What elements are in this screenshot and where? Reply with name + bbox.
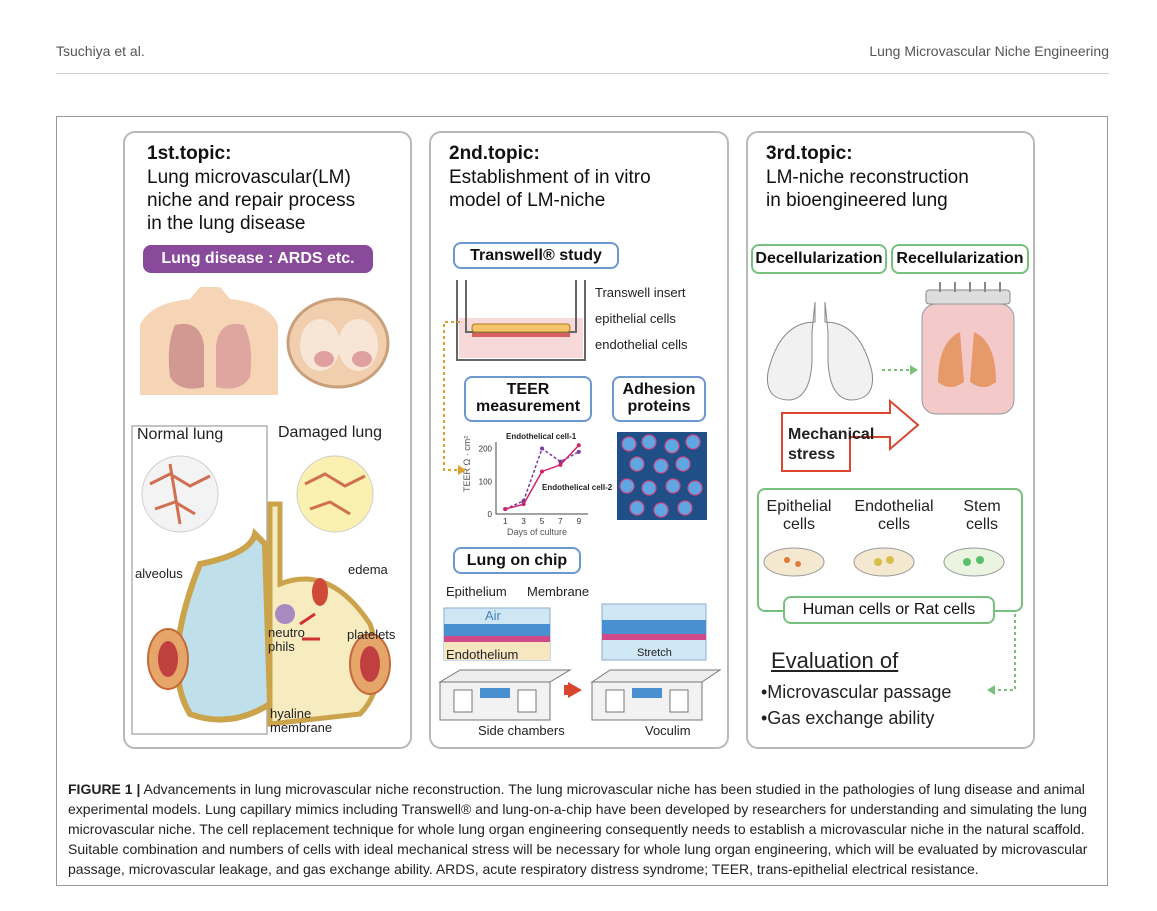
lung-disease-pill: Lung disease : ARDS etc. — [143, 245, 373, 273]
chart-point-s1-4 — [576, 449, 581, 454]
transwell-illustration — [456, 280, 586, 361]
stem-cells-type: Stem cells — [963, 498, 1001, 533]
topic-1-title: 1st.topic: — [147, 143, 232, 164]
evaluation-item-1: •Microvascular passage — [761, 682, 952, 702]
culture-dishes-illustration — [763, 547, 1005, 577]
figure-frame — [56, 116, 1108, 886]
human-rat-cells-box: Human cells or Rat cells — [783, 596, 995, 624]
chart-xtick-1: 3 — [521, 517, 526, 526]
chart-point-s1-3 — [558, 459, 563, 464]
caption-label: FIGURE 1 | — [68, 781, 141, 797]
chart-point-s1-2 — [540, 446, 544, 451]
transwell-study-box: Transwell® study — [453, 242, 619, 269]
chart-ytick-2: 200 — [479, 445, 493, 454]
chart-series-line-2 — [505, 444, 580, 510]
decellularization-box: Decellularization — [751, 244, 887, 274]
topic-2-subtitle: Establishment of in vitro model of LM-ni… — [449, 167, 651, 211]
chart-xtick-4: 9 — [577, 517, 582, 526]
figure-caption: FIGURE 1 | Advancements in lung microvas… — [68, 779, 1098, 879]
mechanical-stress-label: Mechanical stress — [788, 426, 875, 463]
neutrophils-label: neutro phils — [268, 625, 305, 654]
topic-1-subtitle: Lung microvascular(LM) niche and repair … — [147, 167, 356, 234]
chart-point-s2-2 — [540, 469, 544, 474]
teer-measurement-box: TEER measurement — [464, 376, 592, 422]
chart-xtick-0: 1 — [503, 517, 508, 526]
caption-text: Advancements in lung microvascular niche… — [68, 781, 1088, 877]
bioreactor-illustration — [766, 282, 1015, 415]
chart-ytick-1: 100 — [479, 477, 493, 486]
damaged-lung-label: Damaged lung — [278, 424, 383, 441]
voculim-label: Voculim — [645, 723, 691, 738]
adhesion-micrograph — [617, 432, 707, 520]
epithelial-cells-label: epithelial cells — [595, 311, 676, 326]
lung-on-chip-illustration — [438, 603, 722, 721]
mechanical-stress-arrow — [781, 398, 920, 472]
topic-2-title: 2nd.topic: — [449, 143, 540, 164]
endothelium-label: Endothelium — [446, 647, 519, 662]
header-rule — [56, 73, 1109, 74]
adhesion-proteins-box: Adhesion proteins — [612, 376, 706, 422]
platelets-label: platelets — [347, 627, 396, 642]
chart-point-s2-1 — [521, 502, 526, 507]
chart-point-s2-0 — [503, 507, 508, 512]
legend-series-2: Endothelical cell-2 — [542, 483, 613, 492]
evaluation-dotted-arrow — [987, 614, 1016, 695]
chest-lung-illustration — [140, 287, 390, 395]
chart-ytick-0: 0 — [488, 510, 493, 519]
stretch-label: Stretch — [637, 647, 672, 659]
legend-series-1: Endothelical cell-1 — [506, 432, 577, 441]
transwell-insert-label: Transwell insert — [595, 285, 686, 300]
chart-xlabel: Days of culture — [507, 527, 567, 537]
chart-ylabel: TEER Ω · cm² — [462, 436, 472, 492]
topic-3-title: 3rd.topic: — [766, 143, 853, 164]
chart-xtick-2: 5 — [540, 517, 545, 526]
chart-xtick-3: 7 — [558, 517, 563, 526]
hyaline-membrane-label: hyaline membrane — [270, 706, 333, 735]
evaluation-item-2: •Gas exchange ability — [761, 708, 935, 728]
lung-on-chip-box: Lung on chip — [453, 547, 581, 574]
epithelial-cells-type: Epithelial cells — [766, 498, 832, 533]
header-running-title: Lung Microvascular Niche Engineering — [869, 43, 1109, 59]
epithelium-label: Epithelium — [446, 584, 507, 599]
edema-label: edema — [348, 562, 388, 577]
side-chambers-label: Side chambers — [478, 723, 565, 738]
evaluation-heading: Evaluation of — [771, 648, 899, 673]
chart-axes-line — [495, 442, 588, 515]
teer-line-chart: 0 100 200 1 3 5 7 9 TEER Ω · cm² Days of cultur… — [462, 432, 613, 537]
header-authors: Tsuchiya et al. — [56, 43, 145, 59]
alveolus-label: alveolus — [135, 566, 183, 581]
transwell-to-chart-arrow — [443, 321, 466, 475]
normal-lung-label: Normal lung — [137, 426, 224, 443]
alveolus-illustration — [131, 425, 391, 735]
topic-3-subtitle: LM-niche reconstruction in bioengineered… — [766, 167, 969, 211]
recellularization-box: Recellularization — [891, 244, 1029, 274]
chart-point-s2-3 — [558, 462, 563, 467]
membrane-label: Membrane — [527, 584, 590, 599]
endothelial-cells-type: Endothelial cells — [854, 498, 934, 533]
endothelial-cells-label: endothelial cells — [595, 337, 688, 352]
air-label: Air — [485, 608, 501, 623]
chart-point-s2-4 — [576, 443, 581, 448]
